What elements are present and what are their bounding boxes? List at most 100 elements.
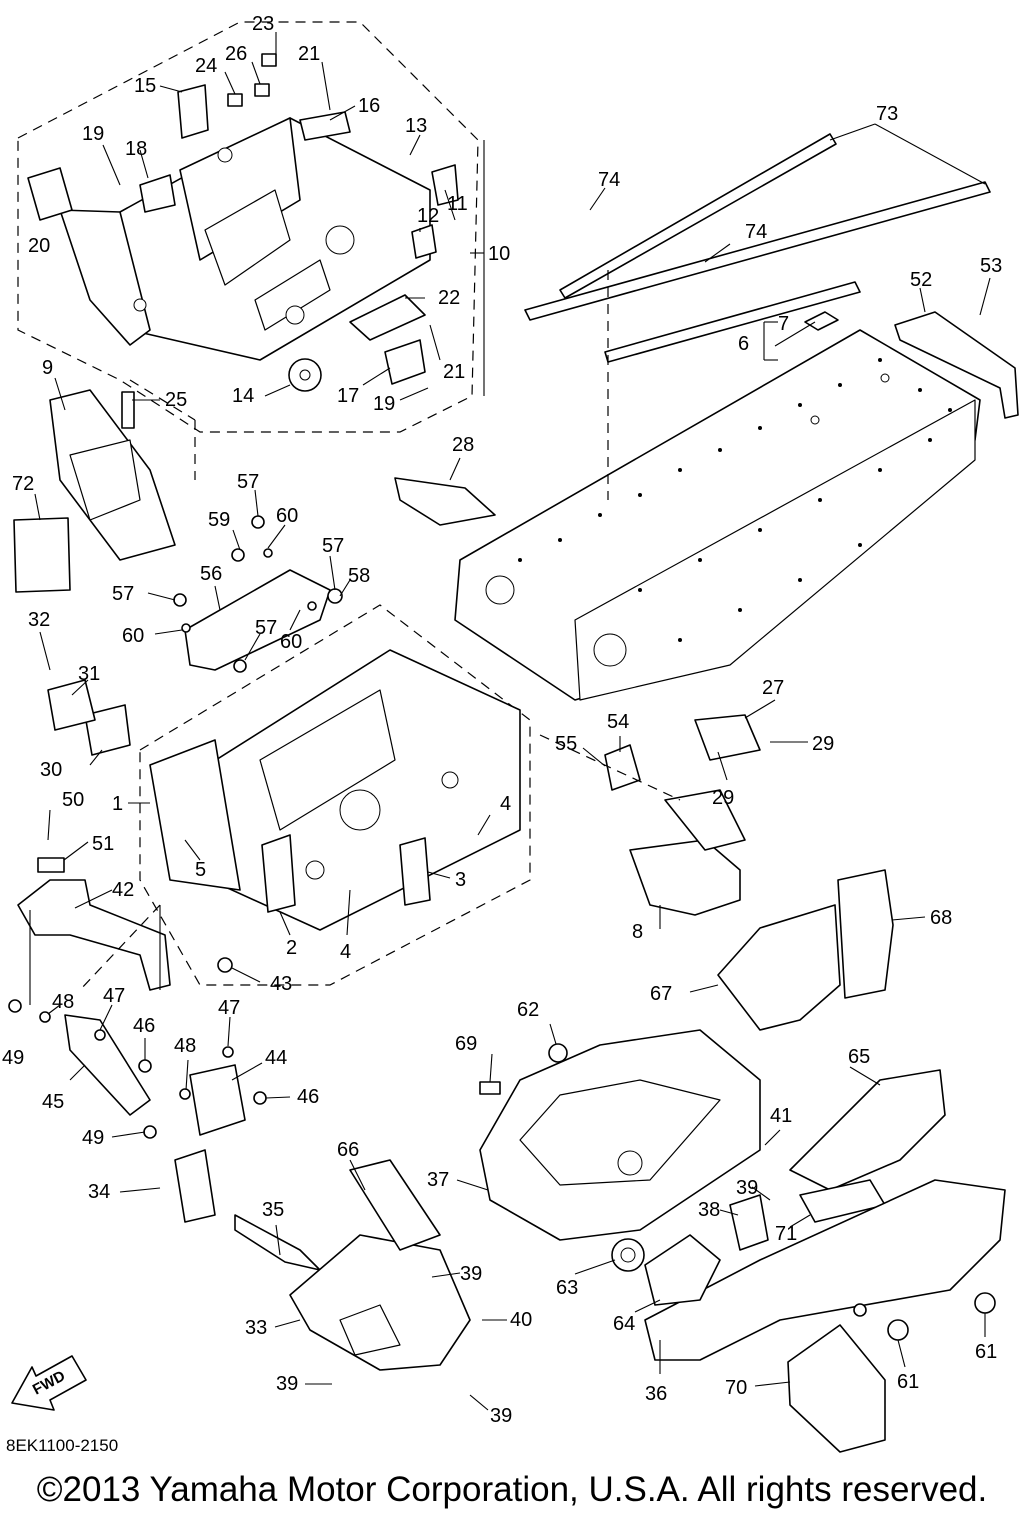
panel-67 [717, 904, 841, 1031]
grommet-63 [611, 1238, 645, 1272]
callout-40: 40 [510, 1309, 532, 1331]
bracket-2 [261, 834, 296, 913]
callout-69: 69 [455, 1033, 477, 1055]
callout-48-a: 48 [52, 991, 74, 1013]
bracket-51 [37, 857, 65, 873]
callout-61-b: 61 [897, 1371, 919, 1393]
bracket-27 [694, 714, 761, 761]
callout-31: 31 [78, 663, 100, 685]
callout-15: 15 [134, 75, 156, 97]
tunnel-6 [454, 329, 981, 701]
callout-60-c: 60 [280, 631, 302, 653]
label-7 [804, 311, 839, 331]
bracket-52 [894, 311, 1019, 419]
callout-66: 66 [337, 1139, 359, 1161]
tag-69 [479, 1081, 501, 1095]
callout-labels: 23 24 26 21 16 15 13 19 18 74 73 12 11 1… [2, 13, 1002, 1427]
callout-47-b: 47 [218, 997, 240, 1019]
callout-14: 14 [232, 385, 254, 407]
bolts-57-60 [173, 515, 343, 673]
callout-39-b: 39 [460, 1263, 482, 1285]
callout-2: 2 [286, 937, 297, 959]
hub-14 [288, 358, 322, 392]
rivets-23-24-26 [227, 53, 277, 107]
callout-74-a: 74 [598, 169, 620, 191]
callout-36: 36 [645, 1383, 667, 1405]
plate-35 [234, 1214, 321, 1271]
callout-39-c: 39 [276, 1373, 298, 1395]
callout-49-b: 49 [82, 1127, 104, 1149]
callout-12: 12 [417, 205, 439, 227]
callout-27: 27 [762, 677, 784, 699]
fwd-arrow-icon: FWD [11, 1355, 87, 1411]
grommet-62 [548, 1043, 568, 1063]
callout-50: 50 [62, 789, 84, 811]
bracket-22 [349, 294, 426, 341]
callout-18: 18 [125, 138, 147, 160]
callout-71: 71 [775, 1223, 797, 1245]
callout-67: 67 [650, 983, 672, 1005]
callout-43: 43 [270, 973, 292, 995]
callout-37: 37 [427, 1169, 449, 1191]
callout-1: 1 [112, 793, 123, 815]
callout-34: 34 [88, 1181, 110, 1203]
callout-29-a: 29 [812, 733, 834, 755]
bracket-17 [384, 339, 426, 385]
callout-74-b: 74 [745, 221, 767, 243]
callout-44: 44 [265, 1047, 287, 1069]
callout-38: 38 [698, 1199, 720, 1221]
callout-47-a: 47 [103, 985, 125, 1007]
callout-7: 7 [778, 313, 789, 335]
strap-25 [121, 391, 135, 429]
front-frame-upper [59, 117, 431, 361]
callout-41: 41 [770, 1105, 792, 1127]
callout-28: 28 [452, 434, 474, 456]
duct-66 [349, 1159, 441, 1251]
panel-65 [789, 1069, 946, 1191]
callout-55: 55 [555, 733, 577, 755]
bracket-9 [49, 389, 176, 561]
callout-57-c: 57 [112, 583, 134, 605]
callout-30: 30 [40, 759, 62, 781]
steering-bracket-56 [184, 569, 331, 671]
callout-21-b: 21 [443, 361, 465, 383]
assembly-box-1 [139, 604, 531, 986]
callout-51: 51 [92, 833, 114, 855]
bolt-43 [217, 957, 233, 973]
callout-32: 32 [28, 609, 50, 631]
callout-23: 23 [252, 13, 274, 35]
callout-10: 10 [488, 243, 510, 265]
callout-59: 59 [208, 509, 230, 531]
callout-57-a: 57 [237, 471, 259, 493]
callout-26: 26 [225, 43, 247, 65]
bracket-54 [604, 744, 641, 791]
alignment-lines [79, 270, 681, 1241]
callout-4-b: 4 [340, 941, 351, 963]
callout-57-b: 57 [322, 535, 344, 557]
clamp-16 [299, 111, 351, 141]
callout-17: 17 [337, 385, 359, 407]
callout-60-a: 60 [276, 505, 298, 527]
callout-19-b: 19 [373, 393, 395, 415]
callout-6: 6 [738, 333, 749, 355]
rails-73 [524, 133, 991, 363]
callout-29-b: 29 [712, 787, 734, 809]
bracket-11 [431, 164, 459, 206]
callout-65: 65 [848, 1046, 870, 1068]
pad-72 [13, 517, 71, 593]
callout-73: 73 [876, 103, 898, 125]
callout-19-a: 19 [82, 123, 104, 145]
callout-62: 62 [517, 999, 539, 1021]
callout-57-d: 57 [255, 617, 277, 639]
nuts-46-47-48-49 [8, 999, 267, 1139]
callout-68: 68 [930, 907, 952, 929]
callout-45: 45 [42, 1091, 64, 1113]
callout-9: 9 [42, 357, 53, 379]
callout-49-a: 49 [2, 1047, 24, 1069]
bracket-3 [399, 837, 431, 906]
callout-5: 5 [195, 859, 206, 881]
copyright-notice: ©2013 Yamaha Motor Corporation, U.S.A. A… [36, 1470, 988, 1509]
callout-64: 64 [613, 1313, 635, 1335]
callout-3: 3 [455, 869, 466, 891]
